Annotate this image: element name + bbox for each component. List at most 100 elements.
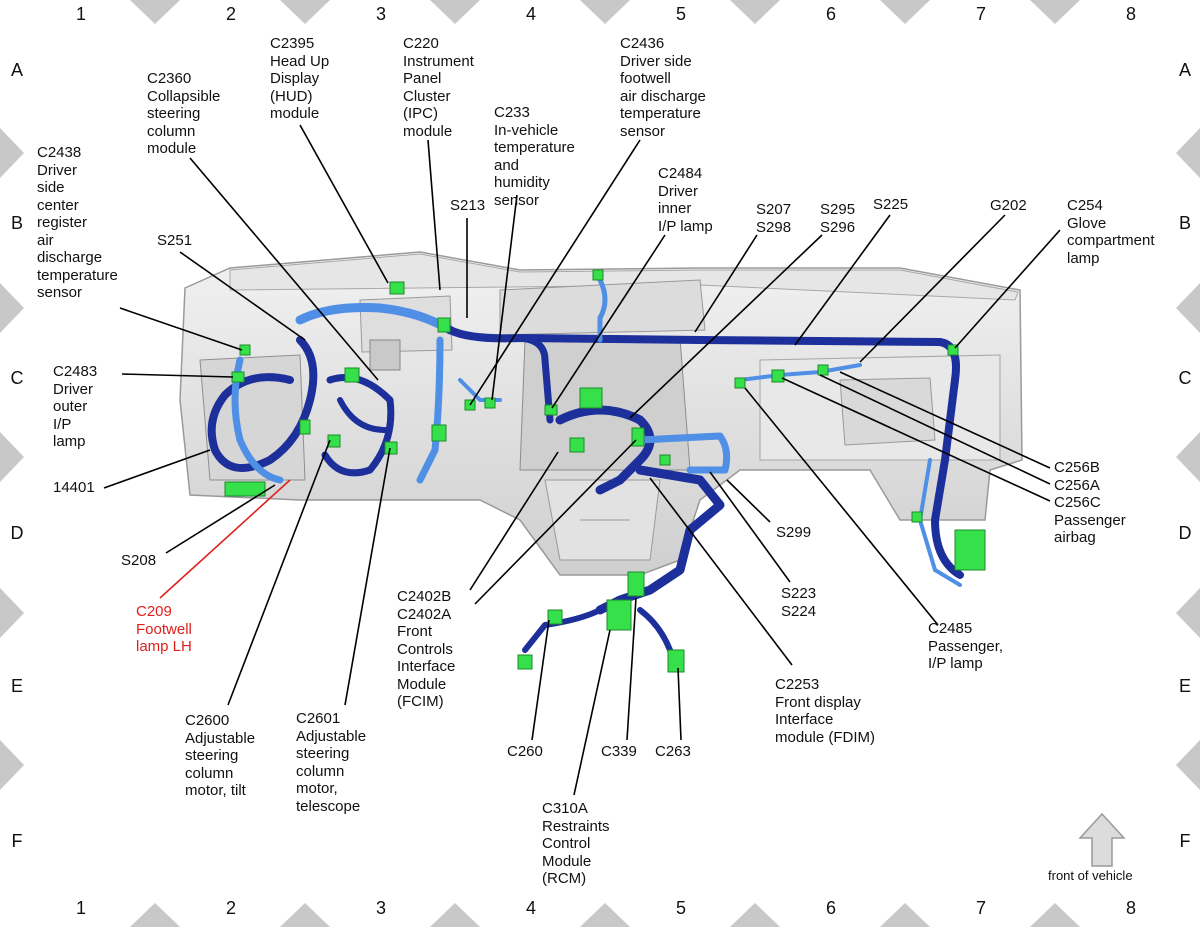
label-line: sensor — [494, 191, 540, 209]
label-line: discharge — [37, 249, 103, 266]
label-line: Controls — [397, 640, 453, 658]
label-line: Front — [397, 623, 433, 640]
grid-row-b-right: B — [1178, 213, 1191, 233]
label-line: column — [147, 122, 196, 140]
grid-col-3-top: 3 — [375, 4, 386, 24]
label-line: Front display — [775, 693, 861, 711]
label-line: C260 — [507, 743, 543, 760]
label-line: I/P — [53, 415, 72, 433]
label-line: temperature — [620, 105, 701, 122]
label-line: Head Up — [270, 52, 330, 70]
grid-col-4-top: 4 — [525, 4, 536, 24]
label-line: column — [296, 762, 345, 780]
label-line: column — [185, 764, 234, 782]
label-line: (RCM) — [542, 870, 587, 887]
grid-row-f-right: F — [1179, 831, 1191, 851]
label-line: Cluster — [403, 87, 451, 105]
label-line: lamp LH — [136, 638, 192, 655]
label-line: C2483 — [53, 363, 98, 380]
grid-row-c-left: C — [10, 368, 24, 388]
label-line: Display — [270, 70, 320, 87]
label-c260: C260 — [507, 743, 543, 761]
grid-row-a-right: A — [1178, 60, 1191, 80]
label-s213: S213 — [450, 197, 485, 215]
label-line: module (FDIM) — [775, 728, 876, 746]
label-line: Panel — [403, 70, 442, 87]
label-line: C256A — [1054, 476, 1100, 494]
label-line: S207 — [756, 201, 792, 218]
grid-row-d-left: D — [10, 523, 24, 543]
grid-col-1-top: 1 — [75, 4, 86, 24]
grid-row-e-left: E — [10, 676, 23, 696]
label-s225: S225 — [873, 196, 908, 214]
label-line: temperature — [37, 266, 118, 284]
label-line: Interface — [775, 711, 834, 728]
label-line: I/P lamp — [928, 655, 983, 672]
label-14401: 14401 — [53, 479, 95, 497]
label-line: motor, — [296, 780, 338, 797]
label-line: Module — [397, 675, 447, 693]
label-line: C256B — [1054, 459, 1100, 476]
label-line: lamp — [53, 433, 86, 450]
label-line: Glove — [1067, 214, 1107, 232]
label-line: S223 — [781, 585, 817, 602]
label-g202: G202 — [990, 197, 1027, 215]
label-line: Footwell — [136, 620, 192, 638]
label-line: Adjustable — [296, 727, 367, 745]
label-line: (IPC) — [403, 105, 438, 122]
grid-row-f-left: F — [11, 831, 23, 851]
label-s299: S299 — [776, 524, 811, 542]
label-line: (FCIM) — [397, 693, 444, 710]
grid-col-2-bottom: 2 — [225, 898, 236, 918]
label-line: C220 — [403, 35, 439, 52]
grid-col-2-top: 2 — [225, 4, 236, 24]
label-line: module — [403, 122, 453, 140]
label-line: air discharge — [620, 87, 706, 105]
leader-lines — [103, 124, 1061, 796]
label-c339: C339 — [601, 743, 637, 761]
label-line: Passenger, — [928, 637, 1004, 655]
label-line: air — [37, 231, 54, 249]
grid-row-a-left: A — [10, 60, 23, 80]
label-line: sensor — [620, 122, 666, 140]
label-line: S298 — [756, 218, 792, 236]
label-line: C2485 — [928, 620, 973, 637]
label-line: In-vehicle — [494, 121, 559, 139]
label-line: sensor — [37, 284, 83, 301]
label-line: Restraints — [542, 817, 610, 835]
label-line: center — [37, 196, 79, 214]
label-line: outer — [53, 398, 88, 415]
label-line: 14401 — [53, 479, 95, 496]
label-line: C2438 — [37, 144, 82, 161]
label-line: C2601 — [296, 710, 341, 727]
label-line: steering — [147, 105, 201, 122]
label-line: C2436 — [620, 35, 665, 52]
label-line: humidity — [494, 174, 550, 191]
label-line: compartment — [1067, 232, 1155, 249]
grid-row-d-right: D — [1178, 523, 1192, 543]
label-line: C339 — [601, 743, 637, 760]
label-line: C2402B — [397, 588, 452, 605]
grid-col-7-bottom: 7 — [975, 898, 986, 918]
grid-col-7-top: 7 — [975, 4, 986, 24]
front-of-vehicle-arrow-icon — [1078, 812, 1126, 867]
label-line: inner — [658, 200, 692, 217]
label-line: steering — [185, 747, 239, 764]
grid-col-6-top: 6 — [825, 4, 836, 24]
label-line: Driver — [37, 161, 77, 179]
label-line: C209 — [136, 603, 172, 620]
